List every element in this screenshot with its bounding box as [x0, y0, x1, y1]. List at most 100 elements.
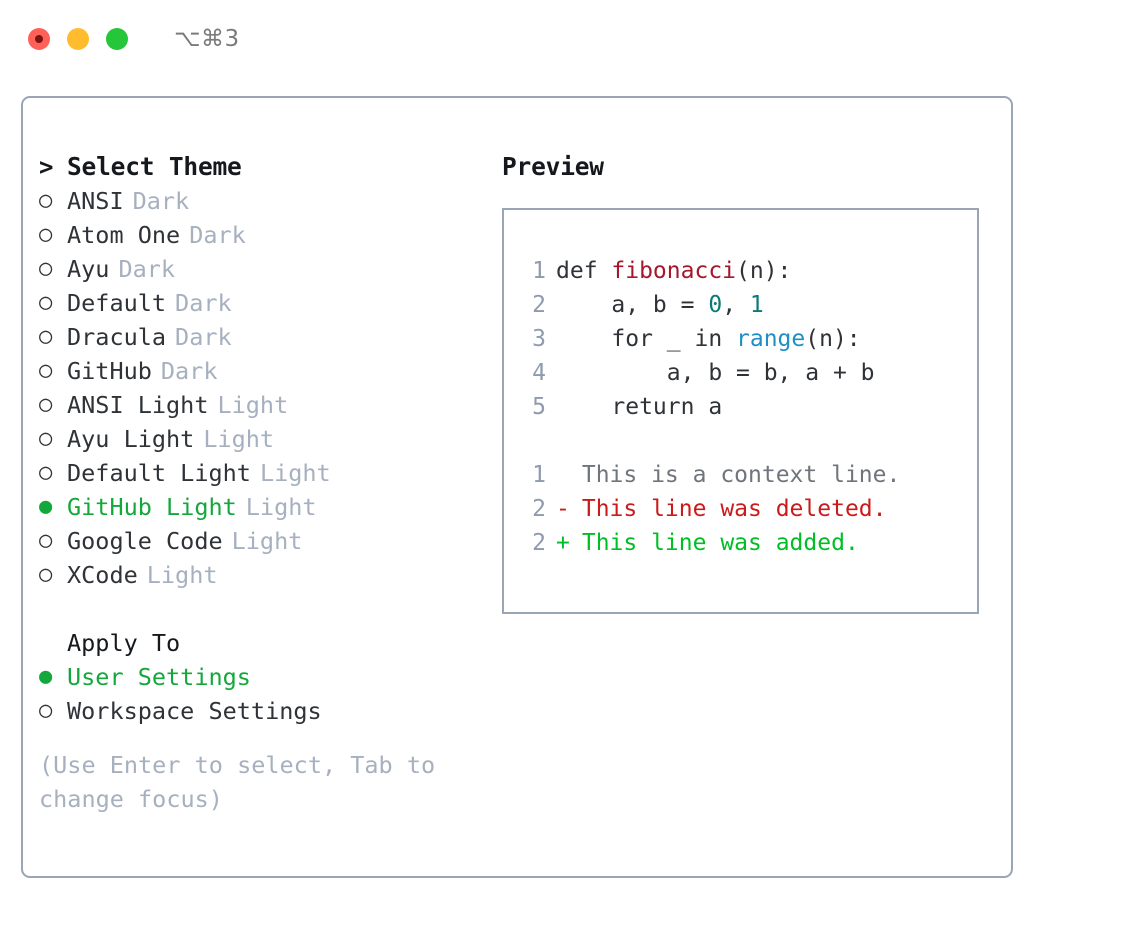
theme-name-label: Default: [67, 289, 167, 317]
radio-unselected-icon[interactable]: ○: [39, 392, 53, 417]
apply-to-list: ● User Settings ○ Workspace Settings: [39, 660, 479, 728]
code-token-plain: ,: [722, 292, 750, 318]
preview-title: Preview: [502, 152, 604, 181]
close-window-icon[interactable]: [28, 28, 50, 50]
code-token-plain: def: [556, 258, 612, 284]
radio-unselected-icon[interactable]: ○: [39, 256, 53, 281]
minimize-window-icon[interactable]: [67, 28, 89, 50]
code-token-plain: a, b =: [556, 292, 709, 318]
page-title: Select Theme: [67, 152, 242, 181]
diff-line: 1 This is a context line.: [522, 458, 977, 492]
diff-sign: +: [556, 530, 570, 556]
theme-name-label: Ayu: [67, 255, 110, 283]
traffic-lights: [28, 28, 128, 50]
theme-list-item[interactable]: ○ Ayu Light Light: [39, 422, 479, 456]
theme-list-item[interactable]: ○ Default Light Light: [39, 456, 479, 490]
radio-unselected-icon[interactable]: ○: [39, 426, 53, 451]
theme-name-label: GitHub: [67, 357, 152, 385]
code-token-plain: a, b = b, a + b: [556, 360, 875, 386]
select-theme-heading: > Select Theme: [39, 150, 479, 184]
caret-icon: >: [39, 153, 54, 181]
theme-name-label: Dracula: [67, 323, 167, 351]
code-line: 2 a, b = 0, 1: [522, 288, 977, 322]
code-token-call: range: [736, 326, 806, 352]
diff-sample: 1 This is a context line.2- This line wa…: [522, 458, 977, 560]
theme-variant-badge: Light: [217, 391, 289, 419]
line-number: 3: [532, 326, 546, 352]
theme-name-label: Atom One: [67, 221, 181, 249]
code-token-plain: for _ in: [556, 326, 737, 352]
radio-unselected-icon[interactable]: ○: [39, 528, 53, 553]
code-token-num: 1: [749, 292, 764, 318]
radio-unselected-icon[interactable]: ○: [39, 562, 53, 587]
radio-unselected-icon[interactable]: ○: [39, 324, 53, 349]
keyboard-hint-text: (Use Enter to select, Tab to change focu…: [39, 751, 436, 813]
apply-to-label: Apply To: [67, 629, 181, 657]
code-token-plain: return a: [556, 394, 723, 420]
theme-variant-badge: Dark: [189, 221, 246, 249]
title-bar: ⌥⌘3: [0, 0, 1140, 78]
radio-unselected-icon[interactable]: ○: [39, 188, 53, 213]
code-line: 3 for _ in range(n):: [522, 322, 977, 356]
theme-variant-badge: Light: [245, 493, 317, 521]
apply-to-option-label: User Settings: [67, 663, 251, 691]
theme-name-label: Default Light: [67, 459, 251, 487]
theme-variant-badge: Light: [203, 425, 275, 453]
apply-to-option-label: Workspace Settings: [67, 697, 322, 725]
code-line: 5 return a: [522, 390, 977, 424]
theme-name-label: Ayu Light: [67, 425, 195, 453]
theme-list-item[interactable]: ○ Ayu Dark: [39, 252, 479, 286]
theme-list-item[interactable]: ○ Atom One Dark: [39, 218, 479, 252]
theme-variant-badge: Dark: [175, 289, 232, 317]
radio-selected-icon[interactable]: ●: [39, 494, 53, 519]
theme-list-item[interactable]: ○ Default Dark: [39, 286, 479, 320]
code-token-num: 0: [708, 292, 723, 318]
diff-line-body: - This line was deleted.: [556, 496, 887, 522]
apply-to-option[interactable]: ○ Workspace Settings: [39, 694, 479, 728]
line-number: 1: [532, 462, 546, 488]
radio-unselected-icon[interactable]: ○: [39, 290, 53, 315]
radio-unselected-icon[interactable]: ○: [39, 460, 53, 485]
theme-list-item[interactable]: ● GitHub Light Light: [39, 490, 479, 524]
diff-line: 2+ This line was added.: [522, 526, 977, 560]
diff-sign: [556, 458, 568, 492]
apply-to-option[interactable]: ● User Settings: [39, 660, 479, 694]
diff-line-text: This is a context line.: [568, 462, 901, 488]
diff-line-body: This is a context line.: [556, 462, 901, 488]
apply-to-heading: Apply To: [39, 626, 479, 660]
line-number: 2: [532, 292, 546, 318]
radio-selected-icon[interactable]: ●: [39, 664, 53, 689]
line-number: 5: [532, 394, 546, 420]
zoom-window-icon[interactable]: [106, 28, 128, 50]
theme-name-label: GitHub Light: [67, 493, 237, 521]
radio-unselected-icon[interactable]: ○: [39, 222, 53, 247]
code-diff-spacer: [522, 424, 977, 458]
code-token-plain: (n):: [736, 258, 792, 284]
theme-variant-badge: Dark: [132, 187, 190, 215]
diff-sign: -: [556, 496, 570, 522]
theme-list-item[interactable]: ○ GitHub Dark: [39, 354, 479, 388]
line-number: 2: [532, 530, 546, 556]
radio-unselected-icon[interactable]: ○: [39, 698, 53, 723]
theme-variant-badge: Dark: [118, 255, 176, 283]
theme-variant-badge: Dark: [160, 357, 218, 385]
code-line: 4 a, b = b, a + b: [522, 356, 977, 390]
diff-line: 2- This line was deleted.: [522, 492, 977, 526]
keyboard-shortcut-label: ⌥⌘3: [174, 26, 240, 52]
theme-list-item[interactable]: ○ ANSI Dark: [39, 184, 479, 218]
theme-variant-badge: Light: [259, 459, 331, 487]
line-number: 4: [532, 360, 546, 386]
theme-name-label: ANSI: [67, 187, 124, 215]
radio-unselected-icon[interactable]: ○: [39, 358, 53, 383]
theme-variant-badge: Light: [231, 527, 303, 555]
line-number: 1: [532, 258, 546, 284]
section-spacer: [39, 592, 479, 626]
